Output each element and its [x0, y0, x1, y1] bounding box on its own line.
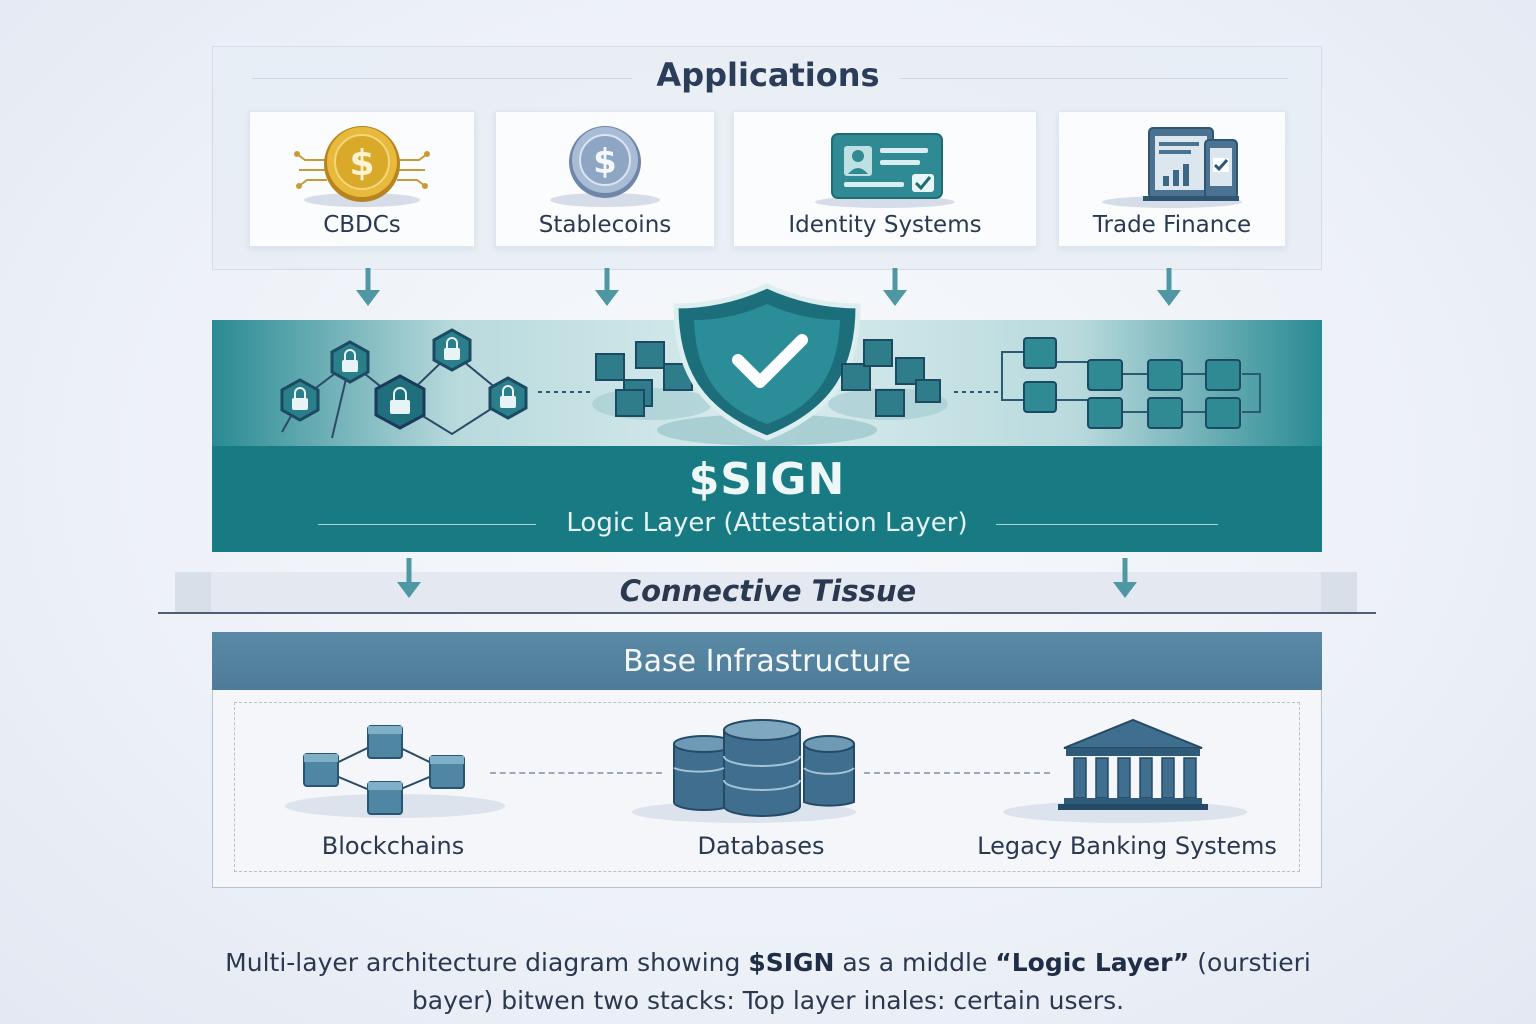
bank-building-icon[interactable]: [1000, 716, 1250, 826]
app-card-cbdcs[interactable]: $ CBDCs: [249, 111, 475, 247]
caption-text: Multi-layer architecture diagram showing: [225, 948, 749, 977]
connective-tissue-label: Connective Tissue: [619, 574, 917, 608]
logic-rule-left: [318, 524, 536, 525]
arrow-down-icon: [883, 268, 907, 306]
arrow-down-icon: [595, 268, 619, 306]
trade-documents-icon: [1102, 127, 1242, 208]
tissue-end-left: [175, 572, 211, 612]
base-infrastructure-title: Base Infrastructure: [623, 644, 911, 679]
caption-text: as a middle: [834, 948, 996, 977]
caption-line-1: Multi-layer architecture diagram showing…: [0, 948, 1536, 977]
app-card-label: Stablecoins: [538, 212, 672, 238]
app-card-label: Trade Finance: [1092, 212, 1252, 238]
app-card-identity-systems[interactable]: Identity Systems: [733, 111, 1037, 247]
applications-title: Applications: [656, 56, 880, 94]
lock-hex-icon: [280, 378, 320, 422]
arrow-down-icon: [1157, 268, 1181, 306]
lock-hex-icon: [330, 340, 370, 384]
app-card-trade-finance[interactable]: Trade Finance: [1058, 111, 1286, 247]
lock-hex-icon: [488, 376, 528, 420]
svg-text:$: $: [349, 143, 374, 184]
base-label-databases: Databases: [697, 832, 825, 860]
base-label-legacy-banking: Legacy Banking Systems: [977, 832, 1277, 860]
base-infrastructure-header: [212, 632, 1322, 690]
blockchain-cubes-icon[interactable]: [280, 716, 510, 826]
logic-rule-right: [996, 524, 1218, 525]
app-card-label: CBDCs: [323, 212, 401, 238]
caption-line-2: bayer) bitwen two stacks: Top layer inal…: [411, 986, 1125, 1015]
id-card-icon: [815, 133, 955, 208]
base-connector-left: [490, 772, 662, 774]
sign-title: $SIGN: [688, 454, 846, 505]
logic-layer-subtitle: Logic Layer (Attestation Layer): [566, 508, 968, 538]
logic-layer-band: [212, 446, 1322, 552]
base-connector-right: [864, 772, 1050, 774]
shield-check-icon: [673, 283, 861, 441]
applications-rule-right: [900, 78, 1288, 79]
app-card-label: Identity Systems: [788, 212, 982, 238]
tissue-end-right: [1321, 572, 1357, 612]
lock-hex-icon: [432, 328, 472, 372]
base-infrastructure-inner: [234, 702, 1300, 872]
database-icon[interactable]: [628, 716, 860, 826]
caption-emphasis: $SIGN: [748, 948, 835, 977]
gold-coin-icon: $: [294, 126, 430, 207]
caption-emphasis: “Logic Layer”: [995, 948, 1190, 977]
silver-coin-icon: $: [550, 126, 660, 207]
app-card-stablecoins[interactable]: $ Stablecoins: [495, 111, 715, 247]
base-label-blockchains: Blockchains: [321, 832, 465, 860]
lock-hex-icon: [374, 374, 426, 430]
caption-text: (ourstieri: [1189, 948, 1311, 977]
arrow-down-icon: [356, 268, 380, 306]
tissue-baseline: [158, 612, 1376, 614]
arrow-down-icon: [1113, 558, 1137, 598]
svg-text:$: $: [593, 142, 617, 182]
applications-rule-left: [252, 78, 632, 79]
logic-layer-network-illustration: [280, 283, 1261, 446]
arrow-down-icon: [397, 558, 421, 598]
